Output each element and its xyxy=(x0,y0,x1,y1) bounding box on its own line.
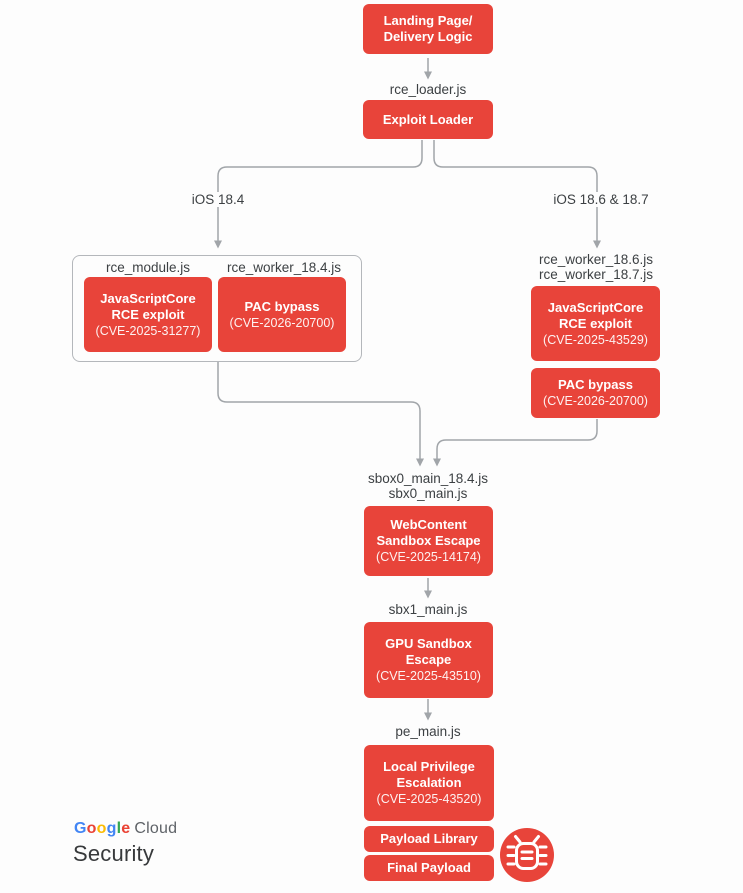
file-label-rce-worker-18-4: rce_worker_18.4.js xyxy=(226,260,342,275)
security-wordmark: Security xyxy=(73,841,155,866)
node-title-line: Exploit Loader xyxy=(382,111,474,127)
node-title-line: Final Payload xyxy=(387,860,471,875)
cve-label: (CVE-2026-20700) xyxy=(543,394,648,408)
bug-icon xyxy=(499,827,555,883)
google-letter: g xyxy=(106,820,117,837)
connector-pac186-to-sbox0 xyxy=(433,419,598,467)
cve-label: (CVE-2025-43510) xyxy=(376,669,481,683)
cloud-wordmark: Cloud xyxy=(134,820,178,837)
google-letter: G xyxy=(74,820,87,837)
google-letter: e xyxy=(121,820,131,837)
google-letter: l xyxy=(116,820,122,837)
file-label-rce-worker-18-7: rce_worker_18.7.js xyxy=(538,267,654,282)
node-title-line: RCE exploit xyxy=(111,306,185,322)
node-title-line: Escalation xyxy=(396,775,462,790)
exploit-loader-node: Exploit Loader xyxy=(363,100,493,139)
node-title-line: PAC bypass xyxy=(244,298,320,314)
node-title-line: Payload Library xyxy=(380,831,478,846)
file-label-sbx1-main: sbx1_main.js xyxy=(388,602,468,617)
file-label-sbx0-main: sbx0_main.js xyxy=(388,486,468,501)
payload-library-node: Payload Library xyxy=(364,826,494,852)
node-title-line: WebContent xyxy=(390,517,467,532)
connector-loader-to-ios186 xyxy=(433,140,601,249)
file-label-rce-worker-18-6: rce_worker_18.6.js xyxy=(538,252,654,267)
ios-18-4-group-box xyxy=(72,255,362,362)
google-letter: o xyxy=(96,820,107,837)
node-title-line: GPU Sandbox xyxy=(385,636,472,651)
file-label-pe-main: pe_main.js xyxy=(395,724,461,739)
node-title-line: Sandbox Escape xyxy=(376,533,481,548)
node-title-line: PAC bypass xyxy=(558,377,633,392)
node-title-line: Local Privilege xyxy=(383,759,475,774)
file-label-rce-worker-18-6-18-7: rce_worker_18.6.js rce_worker_18.7.js xyxy=(539,252,653,282)
node-title-line: Delivery Logic xyxy=(383,29,473,44)
cve-label: (CVE-2026-20700) xyxy=(229,315,335,330)
connector-loader-to-ios184 xyxy=(214,140,423,249)
jsc-rce-exploit-18-6-node: JavaScriptCore RCE exploit (CVE-2025-435… xyxy=(531,286,660,361)
landing-page-node: Landing Page/ Delivery Logic xyxy=(363,4,493,54)
pac-bypass-18-6-node: PAC bypass (CVE-2026-20700) xyxy=(531,368,660,418)
node-title-line: JavaScriptCore xyxy=(547,299,644,315)
file-label-rce-loader: rce_loader.js xyxy=(389,82,467,97)
branch-label-ios-18-4: iOS 18.4 xyxy=(187,192,249,207)
file-label-sbox0-main-18-4: sbox0_main_18.4.js xyxy=(367,471,489,486)
local-privilege-escalation-node: Local Privilege Escalation (CVE-2025-435… xyxy=(364,745,494,821)
google-letter: o xyxy=(86,820,97,837)
jsc-rce-exploit-18-4-node: JavaScriptCore RCE exploit (CVE-2025-312… xyxy=(84,277,212,352)
node-title-line: Escape xyxy=(405,652,452,667)
node-title-line: RCE exploit xyxy=(559,315,632,331)
cve-label: (CVE-2025-14174) xyxy=(376,550,481,564)
branch-label-ios-18-6-18-7: iOS 18.6 & 18.7 xyxy=(549,192,653,207)
pac-bypass-18-4-node: PAC bypass (CVE-2026-20700) xyxy=(218,277,346,352)
cve-label: (CVE-2025-31277) xyxy=(95,323,201,338)
node-title-line: Landing Page/ xyxy=(383,13,473,28)
file-label-rce-module: rce_module.js xyxy=(105,260,191,275)
webcontent-sandbox-escape-node: WebContent Sandbox Escape (CVE-2025-1417… xyxy=(364,506,493,576)
node-title-line: JavaScriptCore xyxy=(100,290,196,306)
cve-label: (CVE-2025-43529) xyxy=(543,332,648,347)
connector-group-to-sbox0 xyxy=(217,362,424,467)
file-label-sbox0: sbox0_main_18.4.js sbx0_main.js xyxy=(368,471,488,501)
final-payload-node: Final Payload xyxy=(364,855,494,881)
cve-label: (CVE-2025-43520) xyxy=(376,792,482,806)
gpu-sandbox-escape-node: GPU Sandbox Escape (CVE-2025-43510) xyxy=(364,622,493,698)
